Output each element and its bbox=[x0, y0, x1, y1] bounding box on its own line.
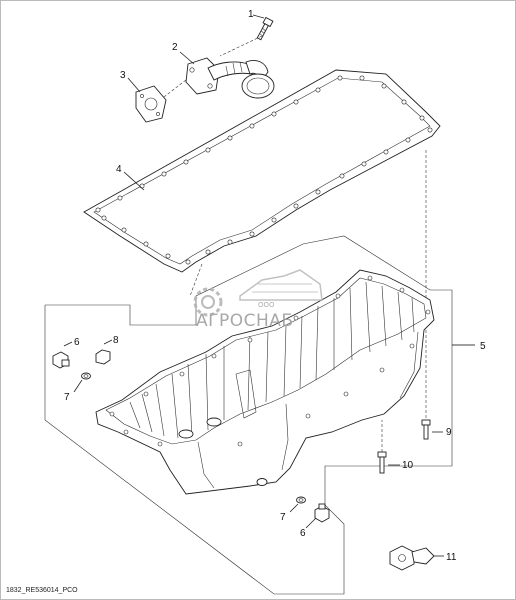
part-4-pan-gasket bbox=[83, 69, 441, 273]
frame-lines bbox=[44, 235, 475, 595]
part-2-suction-tube bbox=[159, 51, 275, 101]
callout-10: 10 bbox=[402, 460, 414, 471]
part-8-cap bbox=[95, 339, 113, 365]
callout-5: 5 bbox=[480, 341, 486, 352]
part-6-plug-upper bbox=[52, 341, 73, 369]
callout-2: 2 bbox=[172, 42, 178, 53]
part-7-washer-upper bbox=[73, 372, 91, 393]
diagram-code: 1832_RE536014_PCO bbox=[6, 587, 78, 594]
part-7-washer-lower bbox=[289, 496, 306, 513]
callout-4: 4 bbox=[116, 164, 122, 175]
callout-1: 1 bbox=[248, 9, 254, 20]
callout-6-upper: 6 bbox=[74, 337, 80, 348]
callout-9: 9 bbox=[446, 427, 452, 438]
callout-8: 8 bbox=[113, 335, 119, 346]
callout-6-lower: 6 bbox=[300, 528, 306, 539]
part-3-gasket bbox=[127, 77, 167, 123]
callout-3: 3 bbox=[120, 70, 126, 81]
alignment-lines bbox=[189, 150, 427, 452]
part-11-fitting bbox=[389, 545, 444, 571]
part-5-oil-pan bbox=[95, 269, 475, 495]
watermark-text: АГРОСНАБ bbox=[196, 311, 294, 331]
part-9-bolt bbox=[421, 419, 443, 440]
watermark: ООО АГРОСНАБ bbox=[193, 269, 323, 331]
part-6-plug-lower bbox=[305, 503, 330, 529]
callout-11: 11 bbox=[446, 552, 457, 563]
watermark-sub: ООО bbox=[258, 301, 275, 309]
callouts: 1 2 3 4 5 6 7 8 9 10 7 6 11 bbox=[64, 9, 486, 563]
callout-7-lower: 7 bbox=[280, 512, 286, 523]
part-1-bolt bbox=[219, 14, 274, 57]
part-10-bolt bbox=[377, 451, 400, 474]
callout-7-upper: 7 bbox=[64, 392, 70, 403]
